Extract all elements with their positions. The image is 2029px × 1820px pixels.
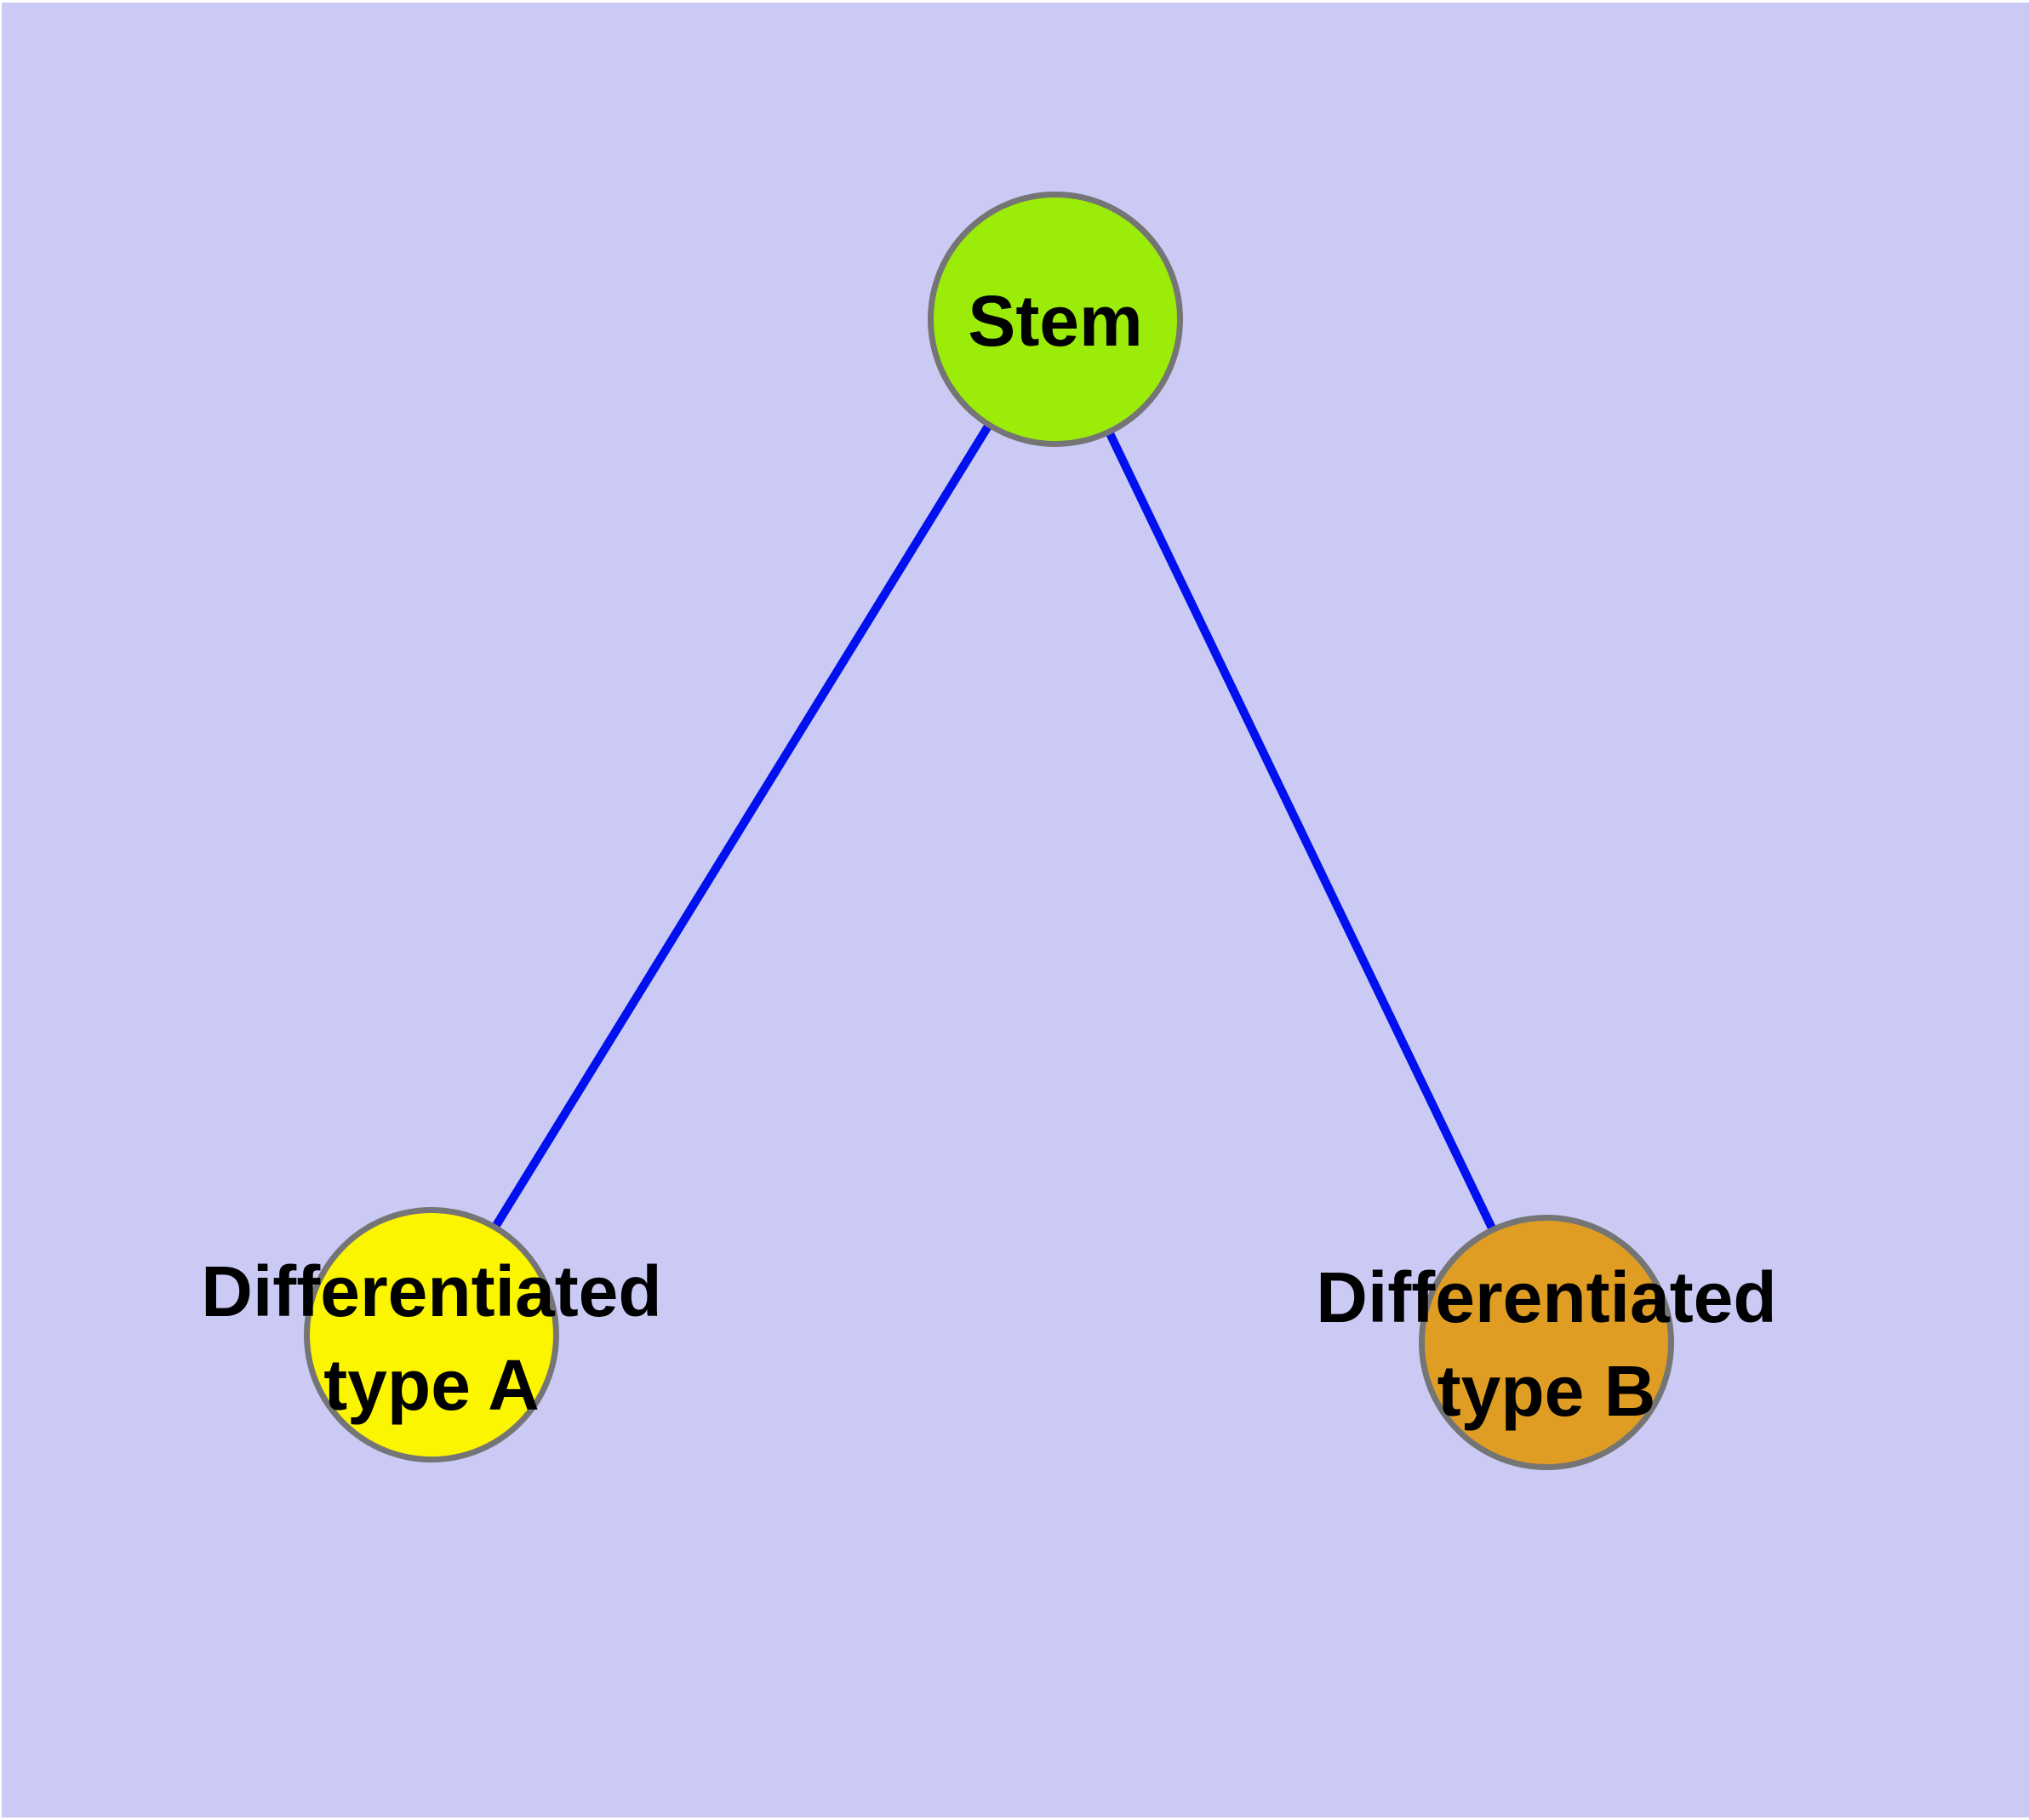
node-differentiated-type-b-label: Differentiated type B: [1316, 1251, 1776, 1438]
edge-stem-to-type-a: [427, 316, 1059, 1334]
node-differentiated-type-a-label: Differentiated type A: [201, 1245, 661, 1432]
node-differentiated-type-a: [304, 1207, 559, 1462]
node-type-a-label-line2: type A: [323, 1345, 540, 1425]
node-stem-label-text: Stem: [968, 281, 1143, 361]
edge-stem-to-type-b: [1050, 316, 1549, 1341]
node-type-a-label-line1: Differentiated: [201, 1251, 662, 1331]
node-type-b-label-line1: Differentiated: [1316, 1257, 1777, 1337]
edges-layer: [427, 316, 1549, 1341]
node-stem-label: Stem: [968, 274, 1142, 368]
node-stem: [928, 192, 1183, 447]
node-type-b-label-line2: type B: [1437, 1351, 1656, 1431]
node-differentiated-type-b: [1419, 1215, 1674, 1470]
